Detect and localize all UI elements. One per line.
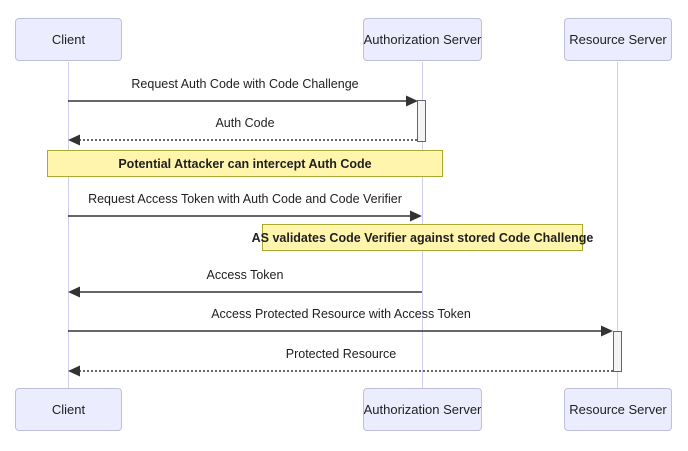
note-as-validates-verifier: AS validates Code Verifier against store… [252, 224, 593, 251]
message-label-protected-resource: Protected Resource [285, 347, 397, 361]
message-arrow-request-auth-code [68, 95, 418, 107]
actor-box-client-top: Client [15, 18, 122, 61]
actor-box-client-bottom: Client [15, 388, 122, 431]
actor-box-resource-server-bottom: Resource Server [564, 388, 672, 431]
actor-box-resource-server-top: Resource Server [564, 18, 672, 61]
message-label-auth-code: Auth Code [215, 116, 275, 130]
message-arrow-access-token [68, 286, 422, 298]
message-arrow-protected-resource [68, 365, 613, 377]
message-label-request-access-token: Request Access Token with Auth Code and … [88, 192, 402, 206]
actor-box-authorization-server-top: Authorization Server [363, 18, 482, 61]
message-arrow-access-protected-resource [68, 325, 613, 337]
activation-bar-authorization-server [417, 100, 426, 142]
activation-bar-resource-server [613, 331, 622, 372]
lifeline-client [68, 62, 69, 388]
lifeline-resource-server [617, 62, 618, 388]
message-label-request-auth-code: Request Auth Code with Code Challenge [131, 77, 359, 91]
note-attacker-intercept: Potential Attacker can intercept Auth Co… [47, 150, 443, 177]
message-label-access-protected-resource: Access Protected Resource with Access To… [211, 307, 471, 321]
message-arrow-request-access-token [68, 210, 422, 222]
actor-box-authorization-server-bottom: Authorization Server [363, 388, 482, 431]
message-arrow-auth-code [68, 134, 417, 146]
message-label-access-token: Access Token [206, 268, 284, 282]
